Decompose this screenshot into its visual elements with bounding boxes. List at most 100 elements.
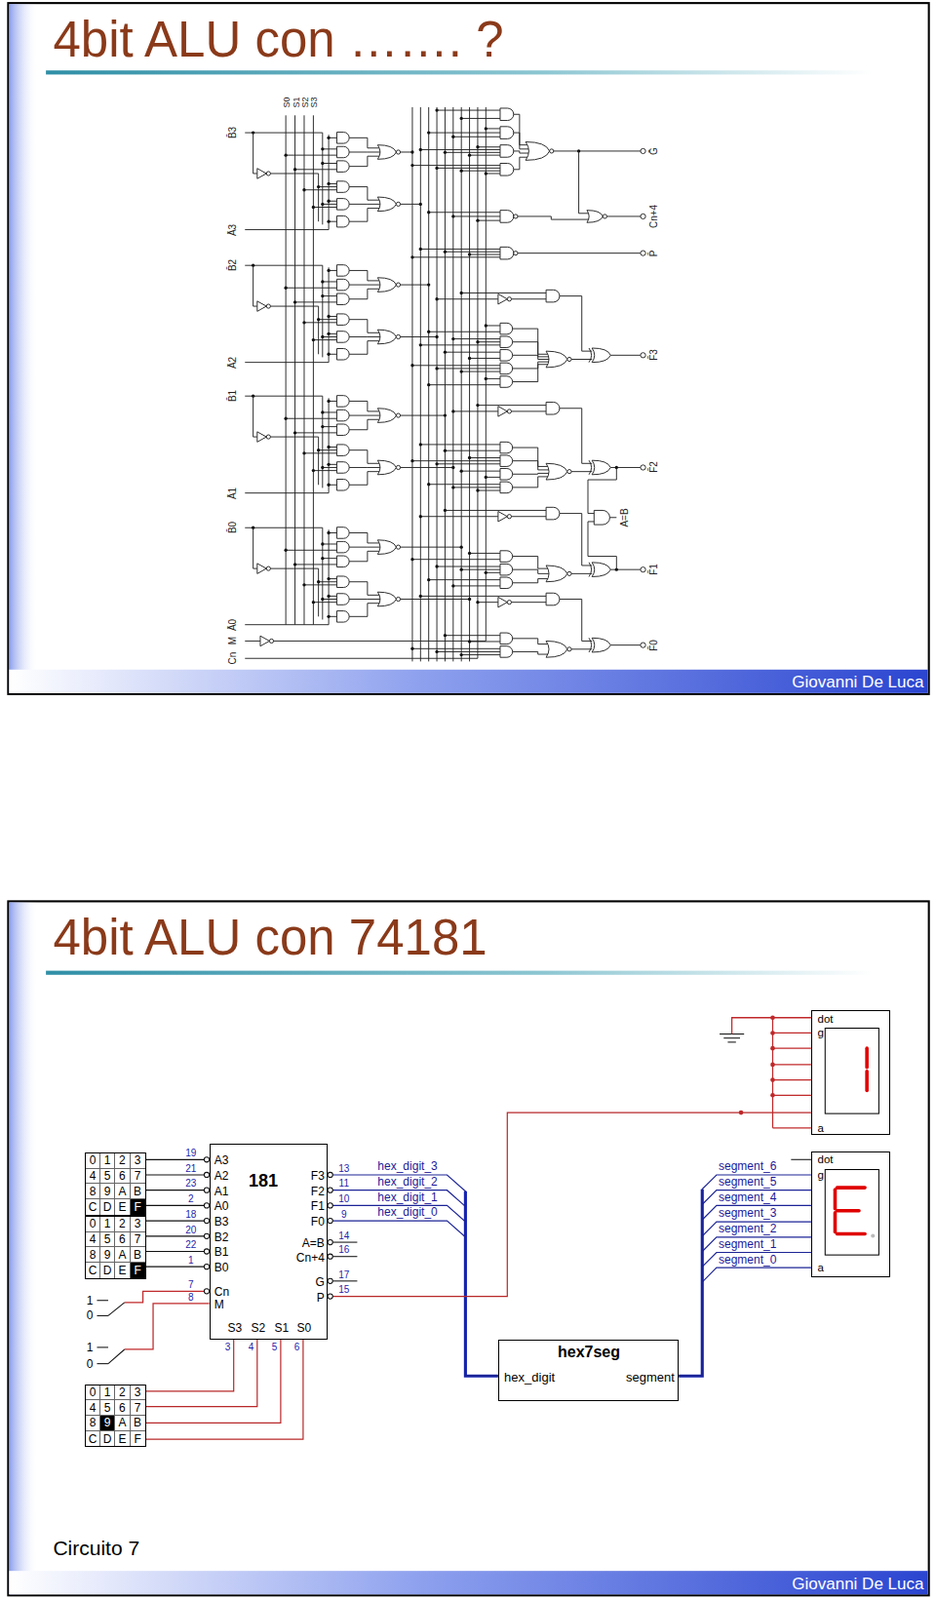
wire xyxy=(349,336,381,338)
junction-dot xyxy=(468,639,471,643)
junction-dot xyxy=(434,462,438,466)
wire xyxy=(349,208,381,223)
wire xyxy=(400,203,422,205)
signal-wire xyxy=(678,1237,812,1376)
wire xyxy=(253,527,258,569)
pin-name: G xyxy=(315,1276,325,1288)
junction-dot xyxy=(451,214,455,218)
pin-number: 6 xyxy=(294,1342,301,1353)
junction-dot xyxy=(427,210,430,214)
wire xyxy=(244,640,261,642)
junction-dot xyxy=(320,147,324,151)
wire xyxy=(513,132,529,150)
keypad-key: 0 xyxy=(85,1153,101,1170)
junction-dot xyxy=(283,286,287,290)
wire xyxy=(322,336,338,338)
and-gate xyxy=(336,198,350,211)
keypad-key: B xyxy=(130,1183,146,1200)
inverter xyxy=(260,635,270,646)
inverter xyxy=(498,596,507,607)
wire xyxy=(349,187,381,201)
wire xyxy=(420,149,501,151)
signal-name: Ḡ xyxy=(649,147,660,156)
junction-dot xyxy=(484,171,488,175)
and-gate xyxy=(336,555,350,568)
pin-name: g xyxy=(818,1170,824,1182)
junction-dot xyxy=(443,351,447,354)
net-label: segment_6 xyxy=(718,1160,777,1173)
wire xyxy=(322,203,338,205)
and-gate xyxy=(500,550,513,563)
wire xyxy=(244,529,329,624)
wire xyxy=(270,306,318,354)
and-gate xyxy=(336,293,350,306)
wire xyxy=(444,634,501,636)
and-gate xyxy=(336,146,350,158)
inversion-bubble xyxy=(327,1253,333,1259)
pin-name: Cn+4 xyxy=(296,1251,325,1264)
inversion-bubble xyxy=(549,149,554,154)
inversion-bubble xyxy=(266,434,271,439)
keypad-key: 7 xyxy=(130,1400,146,1416)
wire xyxy=(270,173,318,222)
junction-dot xyxy=(484,126,488,130)
wire xyxy=(469,357,501,359)
wire xyxy=(772,1032,812,1034)
wire xyxy=(485,127,501,129)
signal-name: B̄0 xyxy=(228,521,238,534)
wire xyxy=(294,115,296,624)
pin-name: S1 xyxy=(274,1322,290,1334)
wire xyxy=(461,117,501,119)
junction-dot xyxy=(316,580,320,584)
pin-name: M xyxy=(214,1298,225,1311)
wire xyxy=(461,470,501,472)
pin-name: Cn xyxy=(214,1286,230,1298)
and-gate xyxy=(336,409,350,422)
wire xyxy=(420,515,499,517)
and-gate xyxy=(336,444,350,457)
wire xyxy=(444,152,501,154)
and-gate xyxy=(336,160,350,173)
and-gate xyxy=(500,108,514,121)
nor-gate xyxy=(525,142,549,161)
inversion-bubble xyxy=(395,201,400,206)
signal-wire xyxy=(327,1205,499,1376)
wire xyxy=(772,1048,812,1050)
junction-dot xyxy=(460,468,464,472)
wire xyxy=(285,549,337,551)
junction-dot xyxy=(320,425,324,429)
pin-number: 11 xyxy=(339,1178,350,1189)
and-gate xyxy=(546,401,560,415)
junction-dot xyxy=(312,600,315,604)
xor-gate xyxy=(588,562,592,578)
signal-name: Ā2 xyxy=(228,356,238,369)
junction-dot xyxy=(434,564,438,568)
inverter xyxy=(498,294,507,305)
display-screen xyxy=(812,1011,890,1134)
wire xyxy=(412,648,501,650)
slide-decoration xyxy=(7,2,929,1596)
junction-dot xyxy=(326,531,330,535)
and-gate xyxy=(336,265,350,277)
wire xyxy=(349,137,381,148)
signal-name: S3 xyxy=(310,96,319,108)
wire xyxy=(244,132,323,225)
inversion-bubble xyxy=(395,282,400,287)
junction-dot xyxy=(443,508,447,512)
pin-number: 7 xyxy=(188,1280,195,1290)
inversion-bubble xyxy=(567,647,572,652)
inversion-bubble xyxy=(395,596,400,601)
junction-dot xyxy=(419,343,423,347)
wire xyxy=(332,1242,357,1244)
nor-gate xyxy=(546,463,568,480)
junction-dot xyxy=(283,153,287,156)
port-name: hex_digit xyxy=(504,1370,555,1384)
wire xyxy=(322,148,338,150)
wire xyxy=(510,410,546,412)
wire xyxy=(436,367,501,369)
wire xyxy=(512,579,550,584)
and-gate xyxy=(500,336,513,349)
junction-dot xyxy=(460,117,464,120)
junction-dot xyxy=(475,145,479,149)
pin-number: 15 xyxy=(338,1285,350,1295)
